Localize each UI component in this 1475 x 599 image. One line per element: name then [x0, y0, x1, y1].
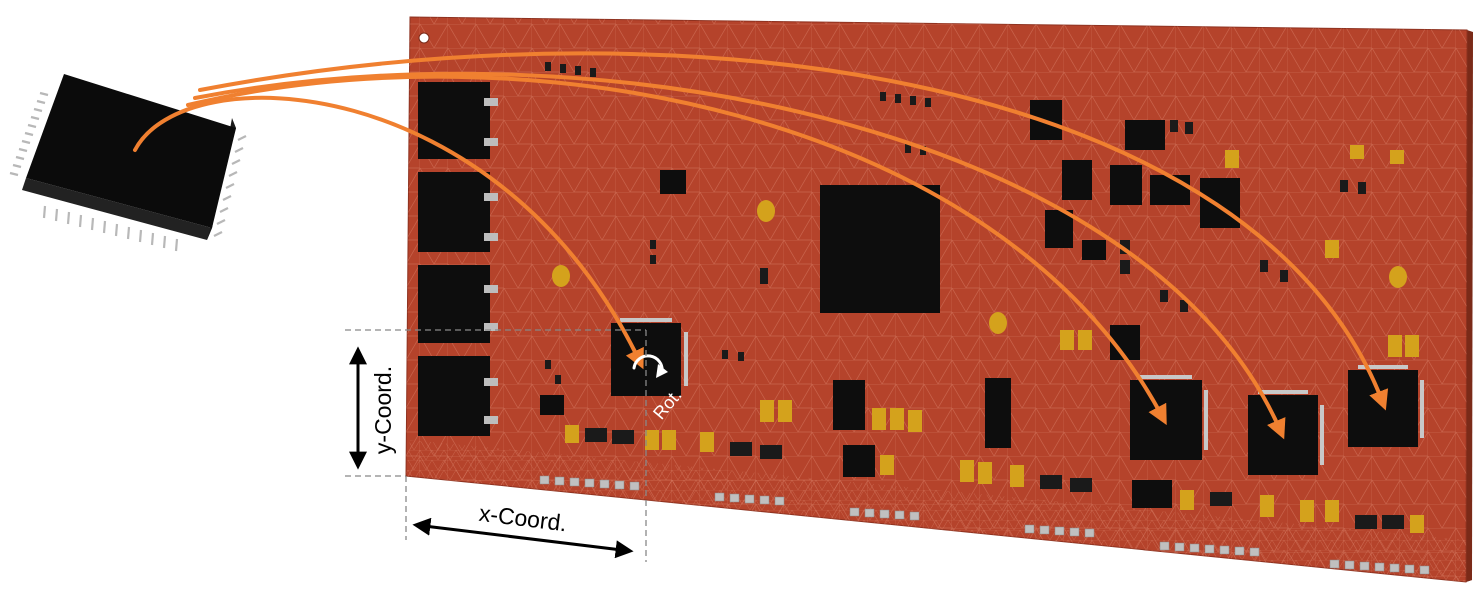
x-coord-arrow [412, 517, 634, 559]
mapping-arrows [133, 51, 1389, 440]
arrow-to-chip-2 [186, 74, 1167, 426]
target-chip-4 [1348, 365, 1424, 447]
y-coord-label: y-Coord. [370, 366, 396, 454]
arrow-to-chip-4 [198, 51, 1389, 411]
arrow-to-chip-1 [133, 95, 644, 370]
gold-capacitors [565, 145, 1424, 533]
arrow-to-chip-3 [193, 71, 1286, 440]
x-coord-label: x-Coord. [478, 500, 569, 537]
pcb-mesh-fine [406, 440, 1466, 582]
rotation-arrow-icon [632, 354, 668, 378]
target-chip-2 [1130, 375, 1208, 460]
pcb-edge [1466, 30, 1473, 582]
gold-pads [552, 200, 1407, 334]
guide-lines [345, 329, 647, 562]
main-processor [820, 185, 940, 313]
misc-ics [540, 100, 1240, 508]
mounting-hole [418, 32, 430, 44]
connector-column [418, 82, 498, 436]
target-chip-3 [1248, 390, 1324, 475]
edge-pins [539, 475, 1430, 575]
small-smds [545, 62, 1404, 529]
